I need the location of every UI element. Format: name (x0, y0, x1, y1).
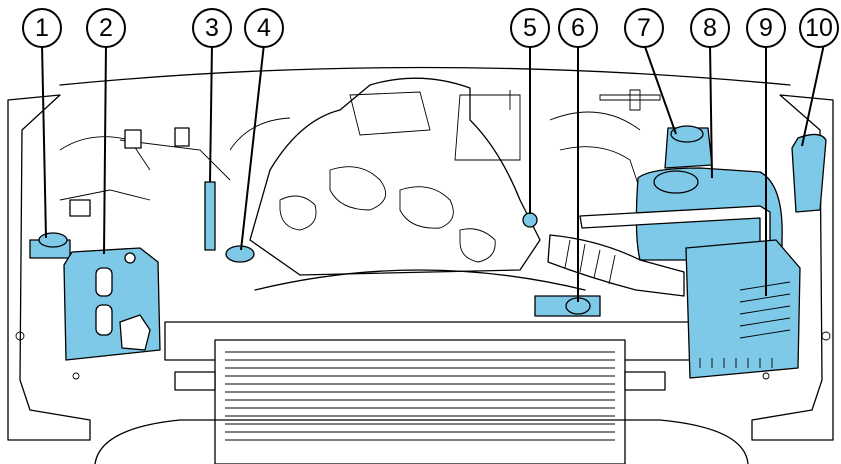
callout-9-label: 9 (759, 14, 773, 42)
oil-dipstick (205, 182, 215, 250)
windshield-washer-cap (665, 126, 712, 168)
callout-10: 10 (800, 9, 838, 47)
callout-5: 5 (511, 9, 549, 47)
callout-4-label: 4 (257, 14, 271, 42)
callouts: 1 2 3 4 5 6 7 8 (23, 9, 838, 47)
power-steering-reservoir (523, 213, 537, 227)
callout-3-label: 3 (205, 14, 219, 42)
fuse-box (64, 248, 160, 360)
callout-7-label: 7 (637, 14, 651, 42)
callout-8: 8 (691, 9, 729, 47)
callout-10-label: 10 (805, 14, 833, 42)
callout-8-label: 8 (703, 14, 717, 42)
brake-fluid-reservoir (30, 233, 70, 258)
radiator (95, 270, 748, 464)
callout-6-label: 6 (571, 14, 585, 42)
air-filter-housing (686, 240, 800, 378)
battery (792, 134, 826, 212)
coolant-filler-cap (535, 296, 600, 316)
callout-6: 6 (559, 9, 597, 47)
callout-1: 1 (23, 9, 61, 47)
callout-1-label: 1 (35, 14, 49, 42)
callout-5-label: 5 (523, 14, 537, 42)
callout-3: 3 (193, 9, 231, 47)
oil-filler-cap (226, 246, 254, 262)
callout-9: 9 (747, 9, 785, 47)
callout-7: 7 (625, 9, 663, 47)
callout-4: 4 (245, 9, 283, 47)
callout-2: 2 (87, 9, 125, 47)
callout-2-label: 2 (99, 14, 113, 42)
